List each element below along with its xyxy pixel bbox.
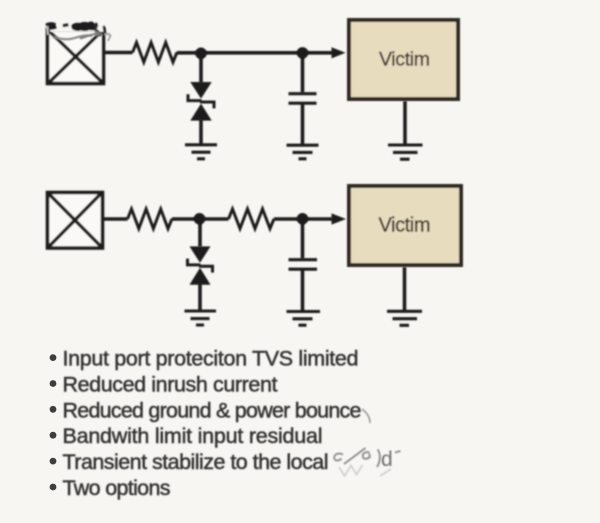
svg-text:Bandwith limit input residual: Bandwith limit input residual: [63, 424, 323, 448]
svg-text:Reduced ground & power bounce: Reduced ground & power bounce: [63, 398, 362, 422]
svg-text:d: d: [381, 448, 393, 471]
svg-text:Victim: Victim: [379, 49, 430, 71]
svg-text:Two options: Two options: [63, 476, 171, 500]
svg-text:Input port proteciton TVS limi: Input port proteciton TVS limited: [63, 347, 359, 371]
svg-text:Transient stabilize to the loc: Transient stabilize to the local: [63, 450, 329, 474]
svg-text:Victim: Victim: [379, 215, 431, 237]
svg-text:Reduced inrush current: Reduced inrush current: [63, 372, 278, 396]
